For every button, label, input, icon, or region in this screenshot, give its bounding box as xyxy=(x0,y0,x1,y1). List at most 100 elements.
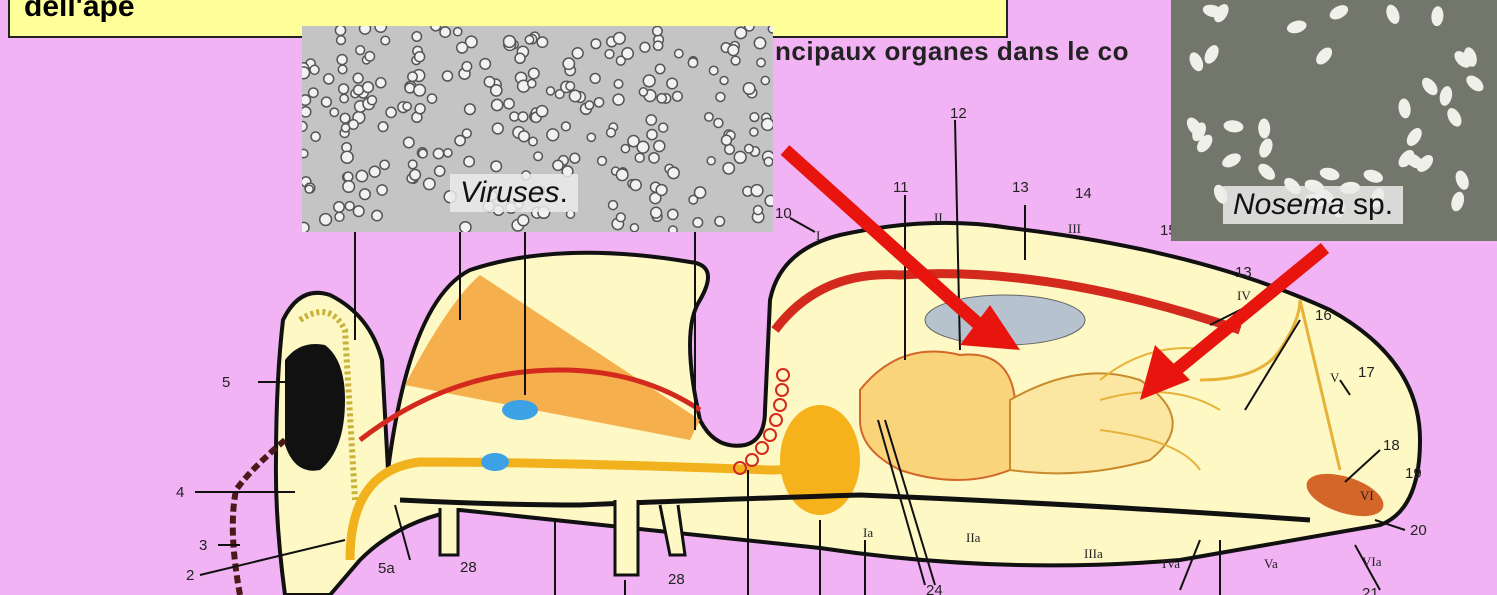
virus-particle xyxy=(715,217,725,227)
virus-particle xyxy=(675,49,683,57)
virus-particle xyxy=(480,59,491,70)
virus-particle xyxy=(614,33,626,45)
virus-particle xyxy=(630,180,641,191)
virus-particle xyxy=(353,206,364,217)
virus-particle xyxy=(656,185,667,196)
virus-particle xyxy=(492,99,503,110)
virus-particle xyxy=(408,72,417,81)
label-20: 20 xyxy=(1410,522,1427,539)
virus-particle xyxy=(751,185,763,197)
virus-particle xyxy=(363,82,374,93)
virus-particle xyxy=(462,62,471,71)
virus-particle xyxy=(330,108,338,116)
virus-particle xyxy=(369,166,380,177)
virus-particle xyxy=(562,122,571,131)
virus-particle xyxy=(340,94,348,102)
virus-particle xyxy=(585,101,593,109)
virus-particle xyxy=(725,145,735,155)
virus-particle xyxy=(643,75,655,87)
virus-particle xyxy=(616,169,628,181)
virus-particle xyxy=(614,80,623,89)
virus-particle xyxy=(454,28,462,36)
virus-particle xyxy=(655,64,664,73)
virus-particle xyxy=(302,122,307,132)
virus-particle xyxy=(768,26,773,33)
label-10: 10 xyxy=(775,205,792,222)
virus-particle xyxy=(762,118,773,130)
virus-particle xyxy=(734,151,746,163)
virus-particle xyxy=(368,96,377,105)
virus-particle xyxy=(403,102,411,110)
virus-particle xyxy=(302,95,311,105)
virus-particle xyxy=(745,144,754,153)
virus-particle xyxy=(750,128,758,136)
label-II: II xyxy=(934,210,943,225)
virus-particle xyxy=(424,178,435,189)
virus-particle xyxy=(310,65,319,74)
virus-particle xyxy=(305,185,313,193)
virus-particle xyxy=(518,112,528,122)
label-I: I xyxy=(816,228,820,243)
virus-particle xyxy=(731,56,740,65)
virus-particle xyxy=(302,149,308,157)
label-IVa: IVa xyxy=(1162,556,1180,571)
virus-particle xyxy=(669,226,677,232)
virus-particle xyxy=(311,132,320,141)
virus-particle xyxy=(510,112,519,121)
label-V: V xyxy=(1330,370,1340,385)
label-28b: 28 xyxy=(668,571,685,588)
virus-particle xyxy=(765,195,773,206)
label-24: 24 xyxy=(926,582,943,595)
virus-particle xyxy=(491,161,502,172)
label-4: 4 xyxy=(176,484,184,501)
virus-particle xyxy=(378,122,388,132)
virus-particle xyxy=(338,65,347,74)
virus-particle xyxy=(337,36,346,45)
virus-particle xyxy=(405,83,415,93)
virus-particle xyxy=(728,45,739,56)
virus-particle xyxy=(622,48,633,59)
virus-particle xyxy=(607,128,616,137)
virus-caption: Viruses. xyxy=(450,174,578,212)
virus-particle xyxy=(404,137,414,147)
virus-particle xyxy=(460,222,471,232)
virus-particle xyxy=(537,37,547,47)
virus-particle xyxy=(381,36,390,45)
virus-particle xyxy=(341,151,353,163)
virus-particle xyxy=(414,84,426,96)
virus-particle xyxy=(553,160,563,170)
virus-particle xyxy=(609,201,618,210)
virus-particle xyxy=(334,202,344,212)
virus-particle xyxy=(743,83,755,95)
virus-particle xyxy=(654,41,663,50)
virus-particle xyxy=(754,37,765,48)
virus-particle xyxy=(365,52,374,61)
virus-particle xyxy=(435,166,445,176)
virus-particle xyxy=(716,93,725,102)
virus-particle xyxy=(342,124,350,132)
virus-particle xyxy=(302,67,310,79)
virus-particle xyxy=(337,55,347,65)
virus-particle xyxy=(529,68,540,79)
virus-particle xyxy=(761,76,769,84)
virus-particle xyxy=(547,87,555,95)
virus-particle xyxy=(735,27,746,38)
virus-particle xyxy=(431,26,441,31)
virus-particle xyxy=(570,153,580,163)
virus-particle xyxy=(750,113,759,122)
label-14: 14 xyxy=(1075,185,1092,202)
virus-particle xyxy=(764,157,773,166)
label-3: 3 xyxy=(199,537,207,554)
virus-particle xyxy=(377,185,387,195)
virus-particle xyxy=(345,202,354,211)
virus-particle xyxy=(630,224,638,232)
label-IV: IV xyxy=(1237,288,1251,303)
virus-particle xyxy=(646,115,656,125)
virus-particle xyxy=(525,36,533,44)
label-21: 21 xyxy=(1362,585,1379,595)
virus-particle xyxy=(654,141,665,152)
virus-particle xyxy=(322,97,332,107)
label-11: 11 xyxy=(893,179,909,196)
label-VI: VI xyxy=(1360,488,1374,503)
virus-particle xyxy=(504,36,516,48)
